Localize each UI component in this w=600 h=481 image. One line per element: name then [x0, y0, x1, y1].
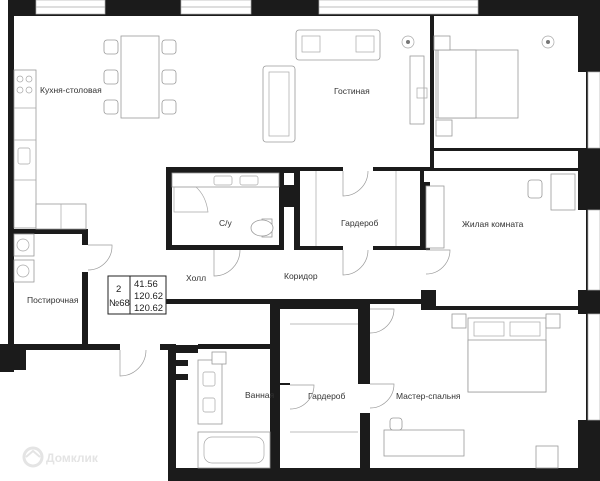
- doors: [87, 170, 451, 410]
- bedroom-furniture: [425, 35, 576, 249]
- room-labels: Кухня-столовая Гостиная Жилая комната С/…: [27, 85, 524, 401]
- watermark-text: Домклик: [46, 451, 99, 465]
- label-bathroom: Ванная: [245, 390, 275, 400]
- apartment-info-box: 2 №68 41.56 120.62 120.62: [107, 275, 167, 315]
- interior-walls: [14, 16, 578, 468]
- wc-fixtures: [171, 172, 280, 238]
- label-wc: С/у: [219, 218, 233, 228]
- wardrobe2-shelves: [290, 323, 358, 433]
- label-laundry: Постирочная: [27, 295, 79, 305]
- kitchen-furniture: [13, 35, 177, 230]
- label-wardrobe-1: Гардероб: [341, 218, 379, 228]
- label-corridor: Коридор: [284, 271, 318, 281]
- label-bedroom: Жилая комната: [462, 219, 524, 229]
- area-total: 120.62: [134, 291, 163, 302]
- label-living: Гостиная: [334, 86, 370, 96]
- living-furniture: [262, 29, 428, 143]
- apartment-number: №68: [109, 298, 130, 309]
- label-hall: Холл: [186, 273, 206, 283]
- bathroom-fixtures: [197, 351, 271, 469]
- label-master-bedroom: Мастер-спальня: [396, 391, 461, 401]
- rooms-count: 2: [116, 284, 121, 295]
- master-furniture: [383, 313, 561, 469]
- laundry-fixtures: [13, 233, 35, 283]
- windows: [35, 0, 600, 421]
- label-kitchen: Кухня-столовая: [40, 85, 102, 95]
- area-total-2: 120.62: [134, 303, 163, 314]
- watermark: Домклик: [22, 446, 99, 468]
- area-living: 41.56: [134, 279, 158, 290]
- label-wardrobe-2: Гардероб: [308, 391, 346, 401]
- wardrobe1-shelves: [315, 171, 397, 246]
- domclick-logo-icon: [22, 446, 44, 468]
